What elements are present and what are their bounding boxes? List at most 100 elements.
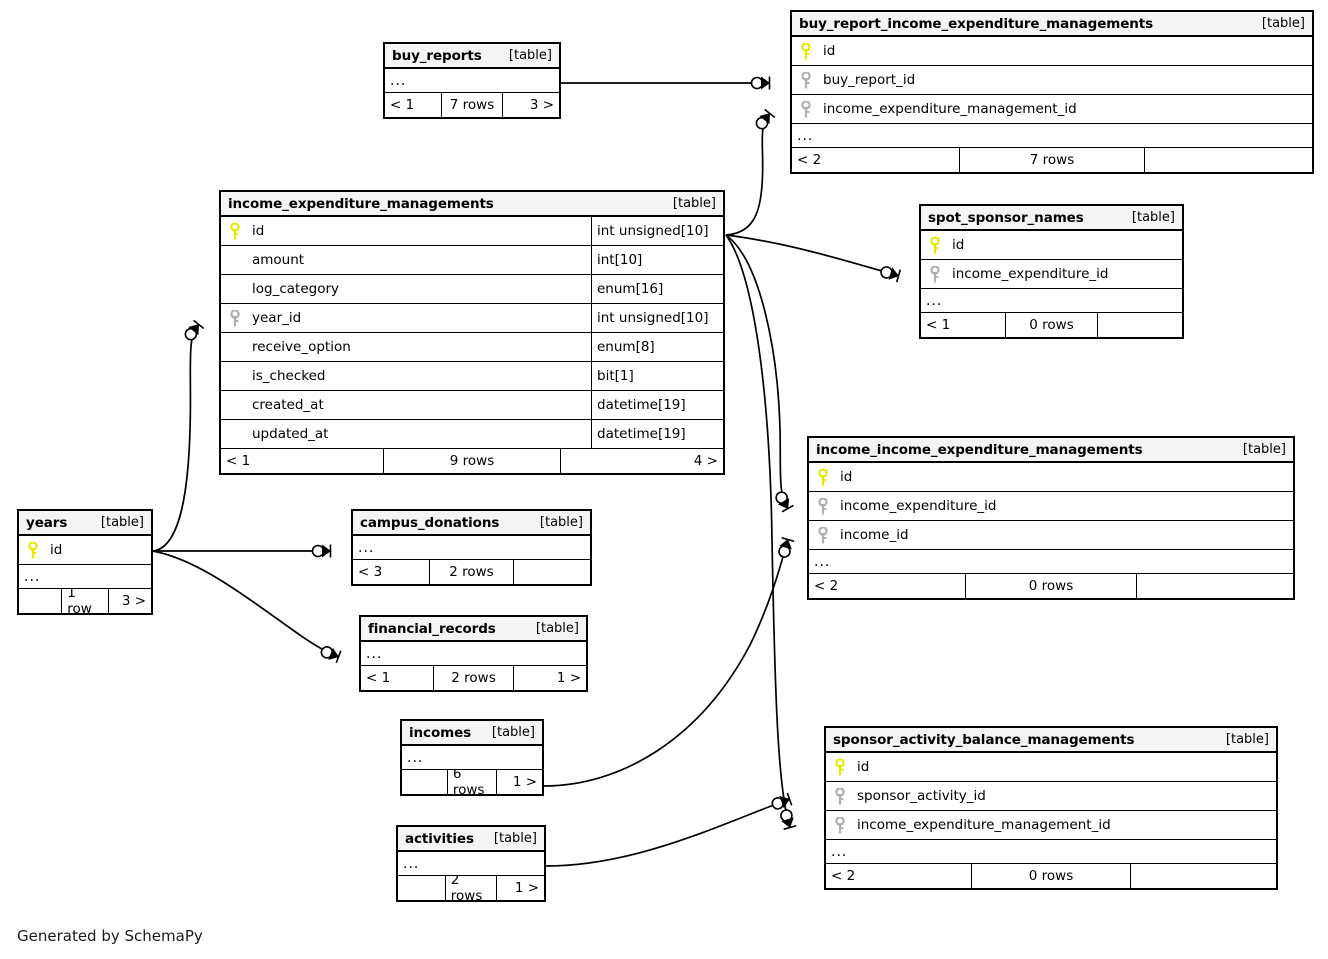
footer-incoming-count[interactable]: < 3 <box>358 564 383 580</box>
primary-key-icon <box>818 468 828 485</box>
table-sponsor_activity_balance_managements[interactable]: sponsor_activity_balance_managements[tab… <box>824 726 1278 890</box>
table-header-years: years[table] <box>19 511 151 536</box>
footer-outgoing-count[interactable] <box>1098 313 1182 337</box>
table-type-tag: [table] <box>1225 732 1269 747</box>
column-row[interactable]: buy_report_id <box>792 66 1312 95</box>
column-type: int unsigned[10] <box>591 217 723 245</box>
table-type-tag: [table] <box>539 515 583 530</box>
table-footer-buy_reports: < 1 7 rows 3 > <box>385 93 559 117</box>
column-label: id <box>857 759 870 775</box>
table-type-tag: [table] <box>535 621 579 636</box>
footer-incoming-count[interactable]: < 2 <box>831 868 856 884</box>
footer-outgoing-count[interactable]: 1 > <box>556 670 582 686</box>
footer-row-count: 7 rows <box>440 93 504 117</box>
relationship-edge <box>152 550 340 658</box>
footer-incoming-count[interactable]: < 1 <box>390 97 415 113</box>
column-label: id <box>952 237 965 253</box>
foreign-key-icon <box>818 526 828 543</box>
column-row[interactable]: income_expenditure_id <box>921 260 1182 289</box>
relationship-edge <box>725 234 789 510</box>
table-income_income_expenditure_managements[interactable]: income_income_expenditure_managements[ta… <box>807 436 1295 600</box>
more-columns-ellipsis: ... <box>402 746 542 770</box>
footer-row-count: 2 rows <box>433 666 514 690</box>
column-label: receive_option <box>252 339 351 355</box>
footer-outgoing-count[interactable]: 3 > <box>529 97 555 113</box>
footer-incoming-count[interactable]: < 1 <box>366 670 391 686</box>
column-row[interactable]: id <box>792 37 1312 66</box>
column-row[interactable]: income_expenditure_management_id <box>826 811 1276 840</box>
more-columns-ellipsis: ... <box>19 565 151 589</box>
footer-outgoing-count[interactable] <box>1145 148 1312 172</box>
footer-outgoing-count[interactable]: 1 > <box>512 774 538 790</box>
key-slot <box>927 265 943 283</box>
relationship-edge <box>725 234 791 829</box>
table-spot_sponsor_names[interactable]: spot_sponsor_names[table]id income_expend… <box>919 204 1184 339</box>
more-columns-ellipsis: ... <box>792 124 1312 148</box>
column-name-cell: id <box>826 758 1276 776</box>
table-type-tag: [table] <box>508 48 552 63</box>
primary-key-icon <box>230 222 240 239</box>
footer-incoming-count[interactable]: < 1 <box>226 453 251 469</box>
footer-incoming-count[interactable] <box>402 770 447 794</box>
column-row[interactable]: sponsor_activity_id <box>826 782 1276 811</box>
column-label: is_checked <box>252 368 326 384</box>
footer-row-count: 0 rows <box>964 574 1138 598</box>
footer-incoming-count[interactable]: < 2 <box>797 152 822 168</box>
footer-outgoing-count[interactable] <box>1131 864 1276 888</box>
column-row[interactable]: id <box>809 463 1293 492</box>
column-name-cell: year_id <box>221 309 591 327</box>
column-row[interactable]: income_id <box>809 521 1293 550</box>
column-label: amount <box>252 252 305 268</box>
footer-outgoing-count[interactable]: 3 > <box>121 593 147 609</box>
footer-outgoing-count[interactable] <box>1137 574 1293 598</box>
footer-outgoing-count[interactable]: 4 > <box>693 453 718 469</box>
foreign-key-icon <box>801 71 811 88</box>
footer-outgoing-count[interactable]: 1 > <box>514 880 540 896</box>
table-buy_report_income_expenditure_managements[interactable]: buy_report_income_expenditure_management… <box>790 10 1314 174</box>
table-title: buy_reports <box>392 47 482 64</box>
primary-key-icon <box>835 758 845 775</box>
footer-row-count: 0 rows <box>970 864 1132 888</box>
column-type: int unsigned[10] <box>591 304 723 332</box>
column-row[interactable]: id <box>826 753 1276 782</box>
footer-incoming-count[interactable] <box>398 876 445 900</box>
table-header-campus_donations: campus_donations[table] <box>353 511 590 536</box>
table-header-incomes: incomes[table] <box>402 721 542 746</box>
column-name-cell: created_at <box>221 397 591 413</box>
relationship-endpoint-marker <box>750 75 771 91</box>
footer-incoming-count[interactable] <box>19 589 61 613</box>
relationship-endpoint-marker <box>311 543 332 559</box>
column-name-cell: id <box>792 42 1312 60</box>
more-columns-ellipsis: ... <box>921 289 1182 313</box>
footer-incoming-count[interactable]: < 1 <box>926 317 951 333</box>
column-row[interactable]: income_expenditure_management_id <box>792 95 1312 124</box>
column-row[interactable]: id <box>921 231 1182 260</box>
column-name-cell: buy_report_id <box>792 71 1312 89</box>
column-row[interactable]: id <box>19 536 151 565</box>
column-type: datetime[19] <box>591 420 723 448</box>
table-type-tag: [table] <box>1131 210 1175 225</box>
footer-incoming-count[interactable]: < 2 <box>814 578 839 594</box>
column-row[interactable]: income_expenditure_id <box>809 492 1293 521</box>
table-header-spot_sponsor_names: spot_sponsor_names[table] <box>921 206 1182 231</box>
footer-outgoing-count[interactable] <box>514 560 590 584</box>
column-label: income_expenditure_management_id <box>857 817 1111 833</box>
primary-key-icon <box>28 541 38 558</box>
